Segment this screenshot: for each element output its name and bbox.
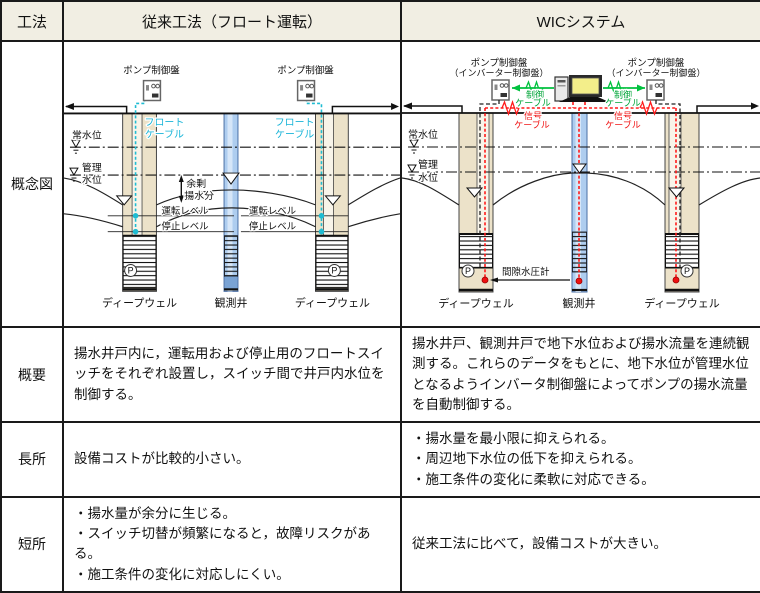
signal-cable-label-right-1: 信号 xyxy=(614,110,632,121)
stop-level-label-right: 停止レベル xyxy=(249,221,296,233)
pump-panel-label-right: ポンプ制御盤 xyxy=(628,57,685,69)
float-cable-label-left-2: ケーブル xyxy=(145,127,184,140)
pump-panel-icon-right xyxy=(646,79,665,101)
summary-row: 概要 揚水井戸内に，運転用および停止用のフロートスイッチをそれぞれ設置し，スイッ… xyxy=(0,326,760,423)
conventional-diagram: ポンプ制御盤 ポンプ制御盤 フロート ケーブル フロート ケーブル 常水位 管理… xyxy=(64,63,400,311)
conventional-diagram-cell: ポンプ制御盤 ポンプ制御盤 フロート ケーブル フロート ケーブル 常水位 管理… xyxy=(62,40,402,328)
discharge-pipe-left xyxy=(403,102,463,113)
discharge-pipe-left xyxy=(64,102,128,114)
float-switches xyxy=(132,213,325,235)
svg-text:P: P xyxy=(465,266,471,276)
signal-cable-label-left-2: ケーブル xyxy=(514,119,549,130)
surplus-bracket xyxy=(178,175,184,203)
cons-wic: 従来工法に比べて，設備コストが大きい。 xyxy=(400,495,760,593)
pump-symbol-right: P xyxy=(680,264,694,278)
deep-well-label-left: ディープウェル xyxy=(102,295,177,309)
surplus-label-2: 揚水分 xyxy=(184,189,214,202)
wic-diagram: P P ポンプ制御盤 （インバーター制御盤） ポンプ制御盤 （インバーター制御盤… xyxy=(402,56,760,311)
deep-well-label-right: ディープウェル xyxy=(644,296,720,310)
control-level-symbol xyxy=(407,164,417,179)
run-level-label-right: 運転レベル xyxy=(249,206,296,217)
control-cable-label-left-2: ケーブル xyxy=(515,97,550,108)
pump-symbol-right: P xyxy=(327,264,341,277)
cons-row: 短所 ・揚水量が余分に生じる。 ・スイッチ切替が頻繁になると，故障リスクがある。… xyxy=(0,495,760,593)
run-level-label-left: 運転レベル xyxy=(161,206,208,217)
float-cable-label-right-2: ケーブル xyxy=(275,127,314,140)
piezometer-label: 間隙水圧計 xyxy=(502,266,550,278)
header-conventional: 従来工法（フロート運転） xyxy=(62,0,402,42)
float-cable-label-left-1: フロート xyxy=(145,117,185,128)
header-row: 工法 従来工法（フロート運転） WICシステム xyxy=(0,0,760,42)
pros-conventional: 設備コストが比較的小さい。 xyxy=(62,421,402,498)
header-method: 工法 xyxy=(0,0,64,42)
inverter-panel-label-right: （インバーター制御盤） xyxy=(606,67,705,78)
computer-icon xyxy=(554,75,609,102)
signal-cable-label-left-1: 信号 xyxy=(524,110,542,121)
summary-conventional: 揚水井戸内に，運転用および停止用のフロートスイッチをそれぞれ設置し，スイッチ間で… xyxy=(62,326,402,423)
svg-text:P: P xyxy=(128,265,134,275)
pump-symbol-left: P xyxy=(461,264,475,278)
control-level-label-1: 管理 xyxy=(418,158,438,171)
control-level-label-2: 水位 xyxy=(82,173,102,186)
row-label-pros: 長所 xyxy=(0,421,64,498)
pump-panel-label-right: ポンプ制御盤 xyxy=(277,65,334,77)
observation-well-label: 観測井 xyxy=(563,296,596,310)
control-level-label-2: 水位 xyxy=(418,171,438,184)
level-lines xyxy=(107,215,349,233)
pump-panel-icon-left xyxy=(491,79,510,101)
stop-level-label-left: 停止レベル xyxy=(161,221,208,233)
wic-diagram-cell: P P ポンプ制御盤 （インバーター制御盤） ポンプ制御盤 （インバーター制御盤… xyxy=(400,40,760,328)
normal-water-level-label: 常水位 xyxy=(408,128,438,141)
discharge-pipe-right xyxy=(696,102,759,113)
power-cables xyxy=(479,100,681,268)
pump-panel-icon-left xyxy=(142,79,162,102)
water-level-lines xyxy=(408,146,760,173)
surplus-label-1: 余剰 xyxy=(186,177,206,190)
diagram-row: 概念図 xyxy=(0,40,760,328)
pump-panel-label-left: ポンプ制御盤 xyxy=(471,57,528,69)
header-wic: WICシステム xyxy=(400,0,760,42)
observation-well xyxy=(223,112,239,292)
control-cables xyxy=(512,79,645,97)
svg-text:P: P xyxy=(684,266,690,276)
svg-text:P: P xyxy=(331,265,337,275)
control-cable-label-right-2: ケーブル xyxy=(605,97,640,108)
pump-panel-label-left: ポンプ制御盤 xyxy=(123,65,180,77)
deep-well-label-left: ディープウェル xyxy=(438,296,514,310)
row-label-diagram: 概念図 xyxy=(0,40,64,328)
normal-level-symbol xyxy=(71,139,81,154)
discharge-pipe-right xyxy=(331,102,400,114)
pump-panel-icon-right xyxy=(296,79,316,102)
signal-cable-label-right-2: ケーブル xyxy=(605,119,640,130)
control-level-label-1: 管理 xyxy=(82,161,102,174)
deep-well-right xyxy=(664,112,700,293)
well-level-markers xyxy=(465,163,686,198)
cons-conventional: ・揚水量が余分に生じる。 ・スイッチ切替が頻繁になると，故障リスクがある。 ・施… xyxy=(62,495,402,593)
well-level-markers xyxy=(115,172,342,206)
piezometer-pointer xyxy=(490,277,570,283)
summary-wic: 揚水井戸、観測井戸で地下水位および揚水流量を連続観測する。これらのデータをもとに… xyxy=(400,326,760,423)
float-cable-label-right-1: フロート xyxy=(275,117,315,128)
pros-row: 長所 設備コストが比較的小さい。 ・揚水量を最小限に抑えられる。 ・周辺地下水位… xyxy=(0,421,760,498)
row-label-cons: 短所 xyxy=(0,495,64,593)
row-label-summary: 概要 xyxy=(0,326,64,423)
control-level-symbol xyxy=(69,167,79,182)
observation-well-label: 観測井 xyxy=(215,295,248,309)
deep-well-label-right: ディープウェル xyxy=(295,295,370,309)
control-cable-label-left-1: 制御 xyxy=(526,89,544,100)
normal-water-level-label: 常水位 xyxy=(72,128,102,141)
inverter-panel-label-left: （インバーター制御盤） xyxy=(449,67,548,78)
pros-wic: ・揚水量を最小限に抑えられる。 ・周辺地下水位の低下を抑えられる。 ・施工条件の… xyxy=(400,421,760,498)
control-cable-label-right-1: 制御 xyxy=(614,89,632,100)
pump-symbol-left: P xyxy=(124,264,138,277)
normal-level-symbol xyxy=(409,139,419,154)
piezometer-dots xyxy=(481,276,680,285)
